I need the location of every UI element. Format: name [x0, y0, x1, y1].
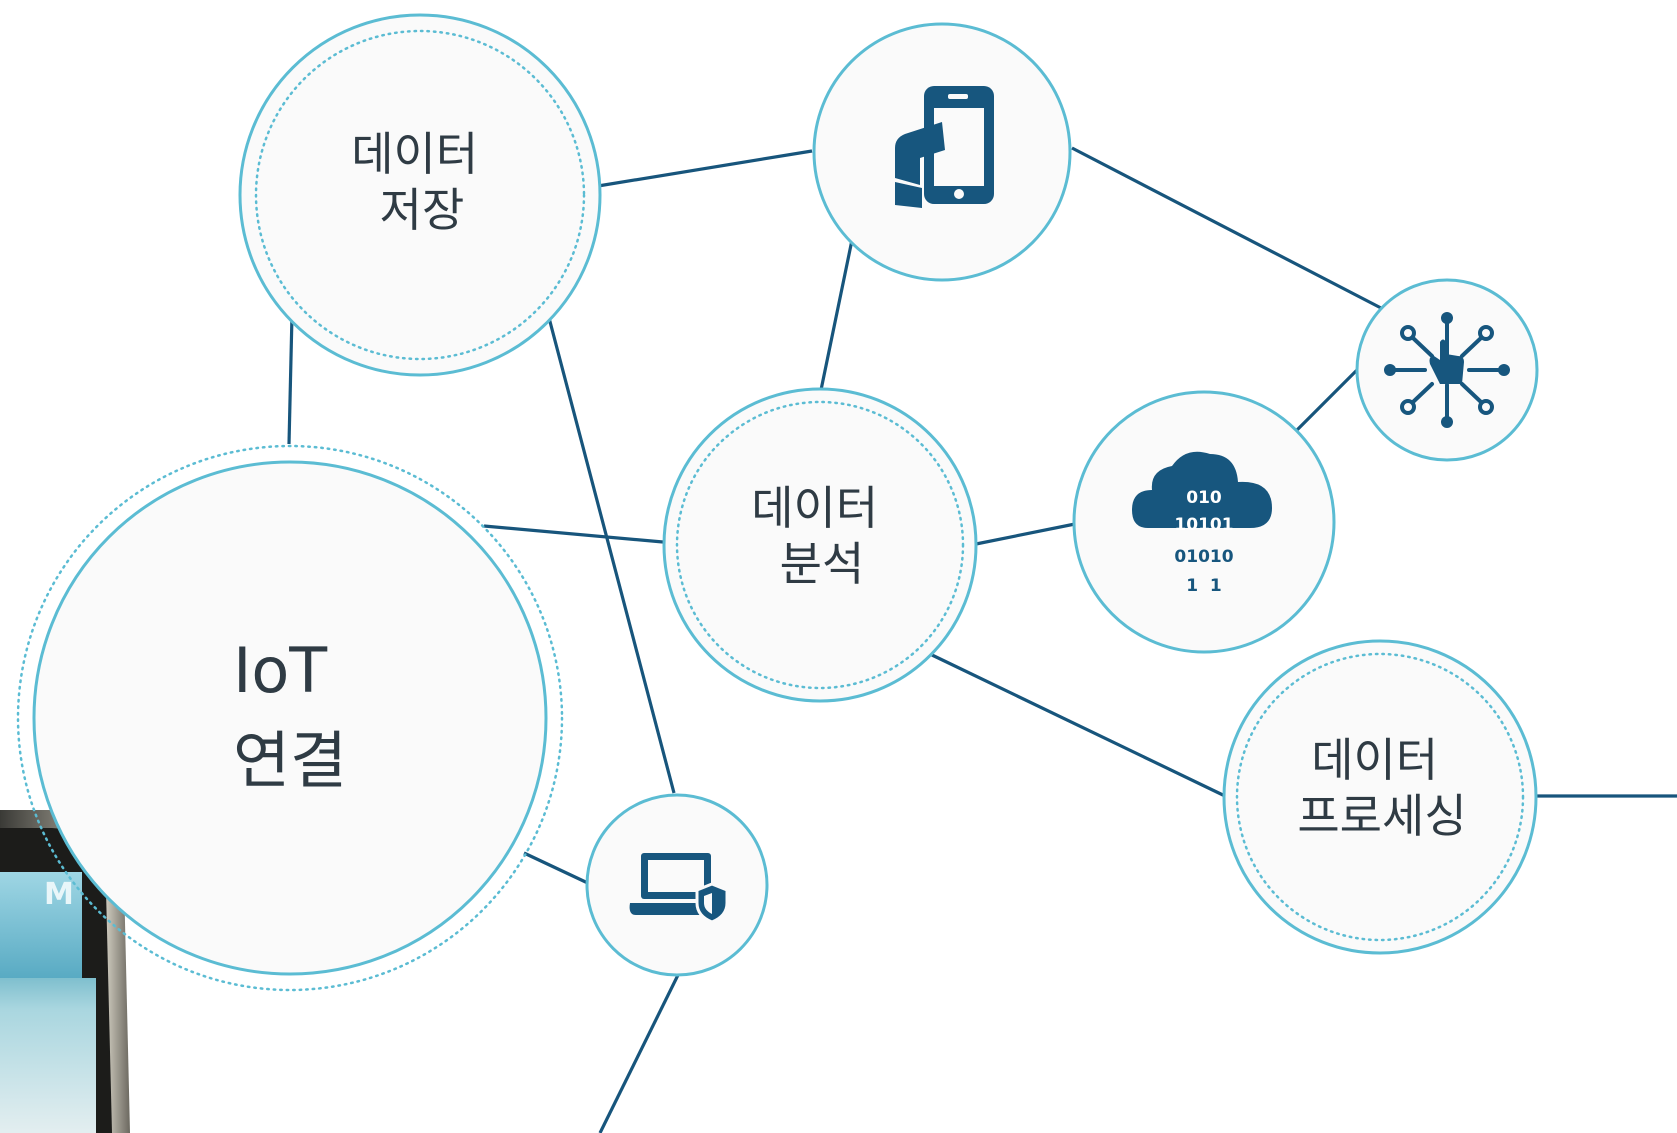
- edge-analysis-cloud: [975, 522, 1076, 546]
- node-storage-line2: 저장: [380, 183, 465, 237]
- node-data-processing: 데이터 프로세싱: [1222, 639, 1538, 955]
- svg-text:데이터 프로세싱: 데이터 프로세싱: [1297, 733, 1466, 843]
- node-data-storage: 데이터 저장: [238, 13, 602, 377]
- mobile-phone-hand-icon: [812, 22, 1072, 282]
- touch-network-icon: [1355, 278, 1539, 462]
- device-screen-text: M: [44, 877, 74, 912]
- cloud-binary-row1: 010: [1186, 488, 1222, 508]
- edge-iot-laptop: [523, 851, 593, 887]
- edge-storage-laptop: [546, 313, 676, 794]
- edge-iot-analysis: [483, 524, 664, 544]
- node-processing-line2: 프로세싱: [1297, 789, 1466, 843]
- cloud-binary-row2: 10101: [1174, 515, 1233, 535]
- node-data-analysis: 데이터 분석: [662, 387, 978, 703]
- edge-storage-iot: [287, 314, 294, 445]
- node-iot-connection: IoT 연결: [16, 444, 564, 992]
- handheld-device-partial: M: [0, 810, 130, 1133]
- node-iot-line1: IoT: [233, 634, 328, 707]
- edge-analysis-processing: [931, 653, 1226, 798]
- edge-mobile-network: [1071, 146, 1382, 310]
- node-analysis-line2: 분석: [780, 537, 865, 591]
- svg-text:데이터 분석: 데이터 분석: [751, 481, 893, 591]
- node-analysis-line1: 데이터: [751, 481, 878, 535]
- edges: [287, 146, 1677, 1133]
- node-iot-line2: 연결: [233, 724, 347, 797]
- cloud-binary-row3: 01010: [1174, 547, 1233, 567]
- edge-laptop-down: [598, 974, 680, 1133]
- edge-storage-mobile: [597, 149, 813, 188]
- cloud-binary-icon: 010 10101 01010 1 1: [1072, 390, 1336, 654]
- node-processing-line1: 데이터: [1311, 733, 1438, 787]
- svg-text:IoT 연결: IoT 연결: [233, 634, 347, 797]
- edge-cloud-network: [1293, 364, 1363, 434]
- laptop-shield-icon: [585, 793, 769, 977]
- cloud-binary-row4: 1 1: [1186, 576, 1222, 596]
- edge-mobile-analysis: [819, 239, 854, 391]
- svg-text:데이터 저장: 데이터 저장: [351, 127, 493, 237]
- node-storage-line1: 데이터: [351, 127, 478, 181]
